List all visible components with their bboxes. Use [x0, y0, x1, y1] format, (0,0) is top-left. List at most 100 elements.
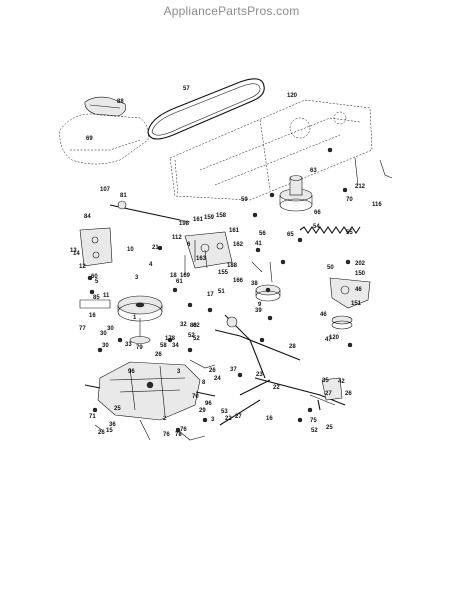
part-label: 85 [93, 295, 100, 301]
part-label: 202 [355, 261, 366, 267]
part-label: 65 [287, 232, 294, 238]
part-label: 62 [193, 323, 200, 329]
hardware-scatter [87, 147, 393, 441]
part-label: 16 [266, 416, 273, 422]
part-label: 59 [241, 197, 248, 203]
part-label: 69 [86, 136, 93, 142]
part-label: 107 [100, 187, 111, 193]
part-label: 37 [230, 367, 237, 373]
part-label: 53 [221, 409, 228, 415]
part-label: 39 [255, 308, 262, 314]
part-label: 120 [287, 93, 298, 99]
part-label: 46 [355, 287, 362, 293]
part-label: 96 [128, 369, 135, 375]
part-label: 10 [127, 247, 134, 253]
part-label: 27 [325, 391, 332, 397]
part-label: 26 [209, 368, 216, 374]
part-label: 6 [187, 242, 191, 248]
part-label: 81 [120, 193, 127, 199]
part-label: 56 [259, 231, 266, 237]
part-label: 52 [193, 336, 200, 342]
part-label: 30 [100, 331, 107, 337]
part-label: 96 [205, 401, 212, 407]
part-label: 159 [204, 215, 215, 221]
part-label: 30 [102, 343, 109, 349]
part-label: 16 [89, 313, 96, 319]
part-label: 78 [175, 432, 182, 438]
part-label: 9 [258, 302, 262, 308]
part-label: 25 [114, 406, 121, 412]
idler-bracket [184, 231, 233, 269]
shift-rods [214, 314, 346, 426]
part-label: 3 [211, 417, 215, 423]
part-label: 66 [314, 210, 321, 216]
part-label: 112 [172, 235, 182, 241]
part-label: 150 [355, 271, 366, 277]
part-label: 71 [89, 414, 96, 420]
part-label: 178 [165, 336, 176, 342]
part-label: 15 [106, 428, 113, 434]
part-label: 84 [84, 214, 91, 220]
part-label: 14 [73, 251, 80, 257]
part-label: 33 [125, 342, 132, 348]
part-label: 155 [218, 270, 229, 276]
part-label: 13 [70, 248, 77, 254]
left-bracket [79, 227, 113, 309]
part-label: 3 [135, 275, 139, 281]
part-label: 51 [218, 289, 225, 295]
part-label: 163 [196, 256, 207, 262]
part-label: 42 [338, 379, 345, 385]
part-label: 28 [289, 344, 296, 350]
part-label: 36 [109, 422, 116, 428]
part-label: 3 [177, 369, 181, 375]
part-label: 212 [355, 184, 366, 190]
part-label: 11 [103, 293, 110, 299]
part-label: 80 [190, 323, 197, 329]
part-label: 55 [346, 230, 353, 236]
part-label: 116 [372, 202, 382, 208]
part-label: 32 [180, 322, 187, 328]
part-label: 1 [133, 315, 137, 321]
part-label: 26 [345, 391, 352, 397]
part-label: 169 [180, 273, 191, 279]
part-label: 161 [193, 217, 204, 223]
part-label: 75 [310, 418, 317, 424]
part-label: 70 [192, 394, 199, 400]
part-label: 79 [136, 345, 143, 351]
lower-right-bracket [309, 377, 343, 411]
part-label: 158 [216, 213, 227, 219]
part-label: 34 [172, 343, 179, 349]
part-label: 188 [227, 263, 238, 269]
part-label: 29 [199, 408, 206, 414]
part-label: 52 [188, 333, 195, 339]
idler-pulley-38 [255, 284, 281, 302]
part-label: 60 [91, 274, 98, 280]
part-label: 76 [180, 427, 187, 433]
part-label: 88 [117, 99, 124, 105]
part-label: 76 [163, 432, 170, 438]
spring-55 [299, 226, 361, 234]
part-label: 61 [176, 279, 183, 285]
part-label: 52 [311, 428, 318, 434]
part-label: 38 [251, 281, 258, 287]
part-label: 35 [322, 378, 329, 384]
part-label: 23 [256, 372, 263, 378]
part-label: 161 [229, 228, 240, 234]
part-label: 70 [346, 197, 353, 203]
part-label: 25 [326, 425, 333, 431]
part-label: 21 [152, 245, 159, 251]
part-label: 120 [329, 335, 340, 341]
fender-outline [59, 96, 149, 165]
part-label: 26 [155, 352, 162, 358]
drive-belt [147, 78, 265, 140]
part-label: 12 [79, 264, 86, 270]
part-label: 57 [183, 86, 190, 92]
part-label: 77 [79, 326, 86, 332]
part-label: 54 [313, 224, 320, 230]
part-label: 30 [107, 326, 114, 332]
part-label: 2 [163, 416, 167, 422]
transaxle-housing [84, 361, 216, 441]
part-label: 22 [273, 385, 280, 391]
